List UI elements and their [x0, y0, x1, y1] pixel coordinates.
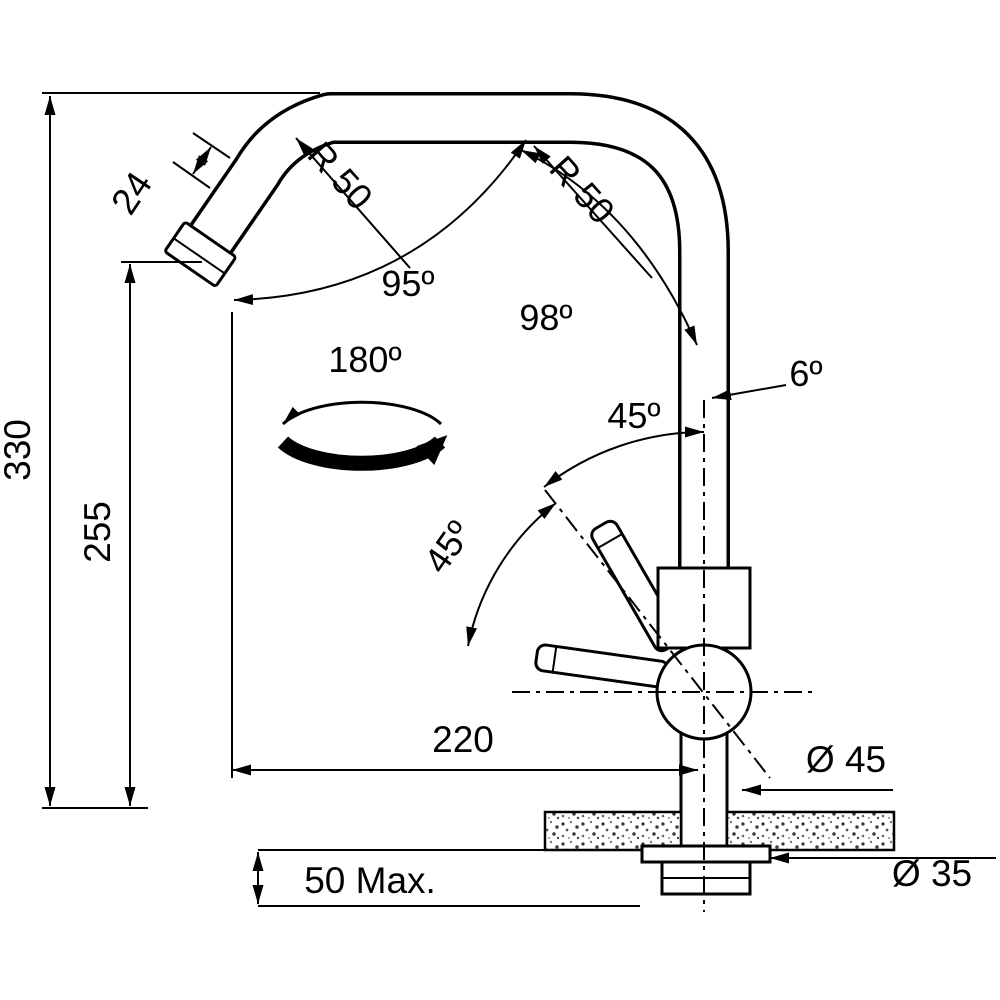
leader-6deg — [711, 384, 787, 401]
label-dia35: Ø 35 — [892, 853, 972, 894]
labels: 330 255 24 R 50 R 50 95º 98º 180º 6º 45º… — [0, 134, 972, 901]
countertop-left — [543, 810, 683, 852]
centerlines — [512, 400, 812, 912]
label-50max: 50 Max. — [304, 860, 436, 901]
swivel-arrow — [277, 400, 448, 471]
dim-line-24 — [192, 146, 212, 175]
ext-line-24-a — [172, 161, 211, 189]
arc-45-lower — [466, 502, 557, 647]
angle-annotations — [233, 137, 787, 647]
label-45-lower: 45º — [416, 513, 480, 580]
dimension-lines — [42, 92, 996, 907]
label-180: 180º — [328, 339, 401, 380]
label-6: 6º — [789, 353, 822, 394]
label-95: 95º — [381, 263, 434, 304]
arc-98 — [520, 149, 698, 346]
mounting-flange — [640, 844, 772, 864]
faucet-tube-outline — [184, 92, 730, 575]
label-255: 255 — [77, 501, 118, 563]
label-24: 24 — [103, 164, 160, 221]
centerline-diagonal — [544, 489, 771, 779]
radius-line-right — [533, 145, 653, 279]
label-r50-right: R 50 — [542, 148, 623, 232]
swivel-arrow-bottom — [277, 435, 448, 471]
label-dia45: Ø 45 — [806, 739, 886, 780]
faucet-tube-inner — [187, 95, 727, 575]
countertop-right — [725, 810, 896, 852]
label-220: 220 — [432, 719, 494, 760]
arc-45-upper — [543, 426, 705, 488]
faucet — [164, 92, 896, 896]
label-98: 98º — [519, 297, 572, 338]
ext-line-24-b — [192, 132, 231, 159]
spout-nozzle — [164, 221, 237, 287]
radius-line-left — [295, 137, 411, 269]
mixer-ball-joint — [655, 643, 753, 741]
faucet-handle-horizontal — [534, 643, 670, 689]
label-45-upper: 45º — [607, 395, 660, 436]
label-330: 330 — [0, 419, 38, 481]
swivel-arrow-top — [281, 400, 443, 426]
